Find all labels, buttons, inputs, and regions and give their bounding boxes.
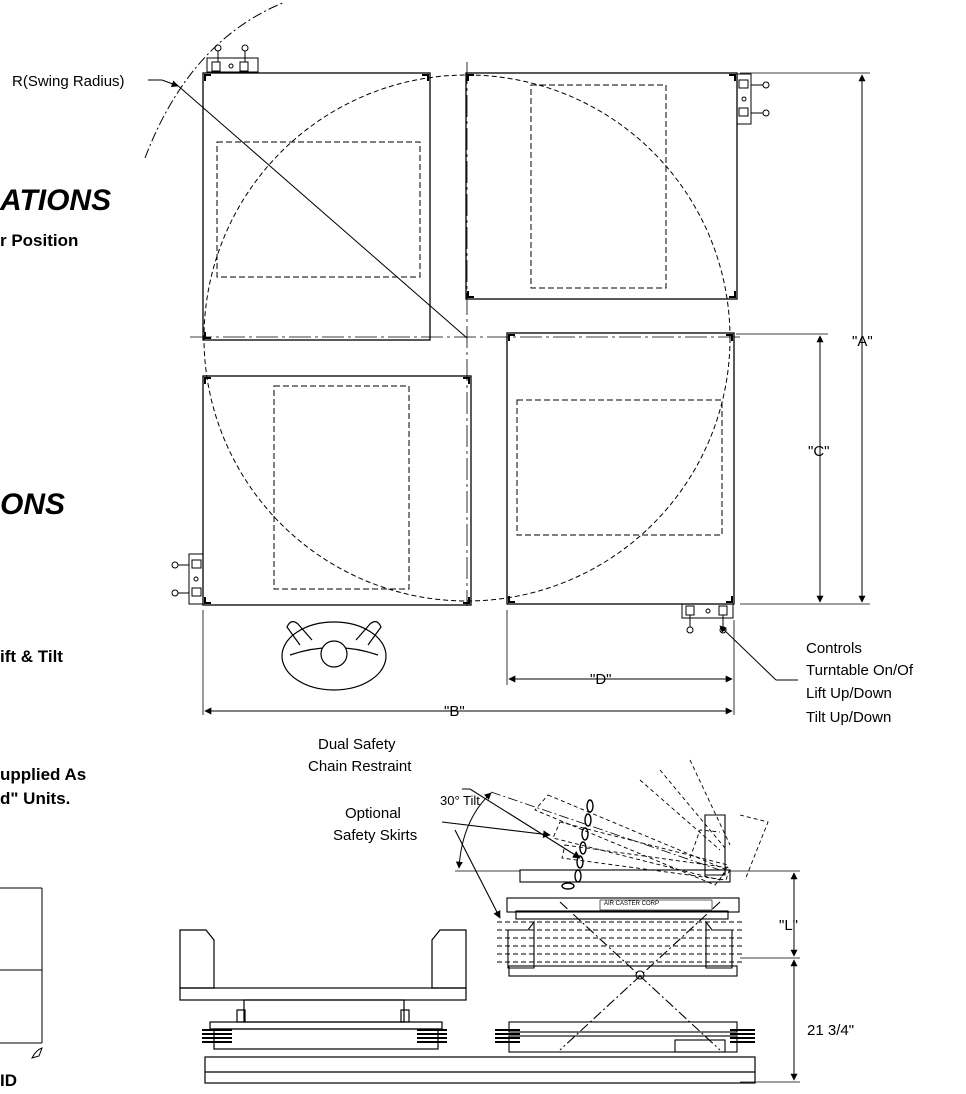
skirts-label-1: Optional [345,805,401,822]
chain-label-1: Dual Safety [318,736,396,753]
brand-plate-label: AIR CASTER CORP [604,901,660,907]
radius-line [175,83,468,339]
partial-table [0,887,43,1059]
heading-specifications: ATIONS [0,184,112,217]
elevation-right [441,759,769,1053]
subheading-position: r Position [0,231,79,250]
table-bottom-left [171,375,472,606]
dimensions [202,72,870,1083]
operator-figure-icon [281,621,387,691]
controls-title: Controls [806,640,862,657]
text-bottom-cut: ID [0,1071,17,1090]
dim-c-label: "C" [808,443,830,460]
controls-item-turntable: Turntable On/Of [806,662,913,679]
table-top-right [465,72,770,300]
dim-b-label: "B" [444,703,465,720]
dim-a-label: "A" [852,333,873,350]
dim-d-label: "D" [590,671,612,688]
controls-item-tilt: Tilt Up/Down [806,709,892,726]
text-lift-tilt: ift & Tilt [0,647,63,666]
swing-radius-arc [144,1,286,159]
swing-radius-label: R(Swing Radius) [12,73,125,90]
controls-leader [719,625,777,681]
table-bottom-right [506,332,735,634]
dim-l-label: "L" [779,917,798,934]
skirts-leader [441,821,551,838]
plan-view [144,1,798,691]
table-top-left [202,44,431,341]
dim-height-label: 21 3/4" [807,1022,855,1039]
text-supplied-2: d" Units. [0,789,71,808]
skirts-label-2: Safety Skirts [333,827,418,844]
chain-label-2: Chain Restraint [308,758,412,775]
text-supplied-1: upplied As [0,765,87,784]
controls-item-lift: Lift Up/Down [806,685,892,702]
swing-leader [161,79,179,88]
heading-options: ONS [0,488,66,521]
elevation-left [179,929,756,1084]
tilt-label: 30° Tilt [440,793,480,808]
